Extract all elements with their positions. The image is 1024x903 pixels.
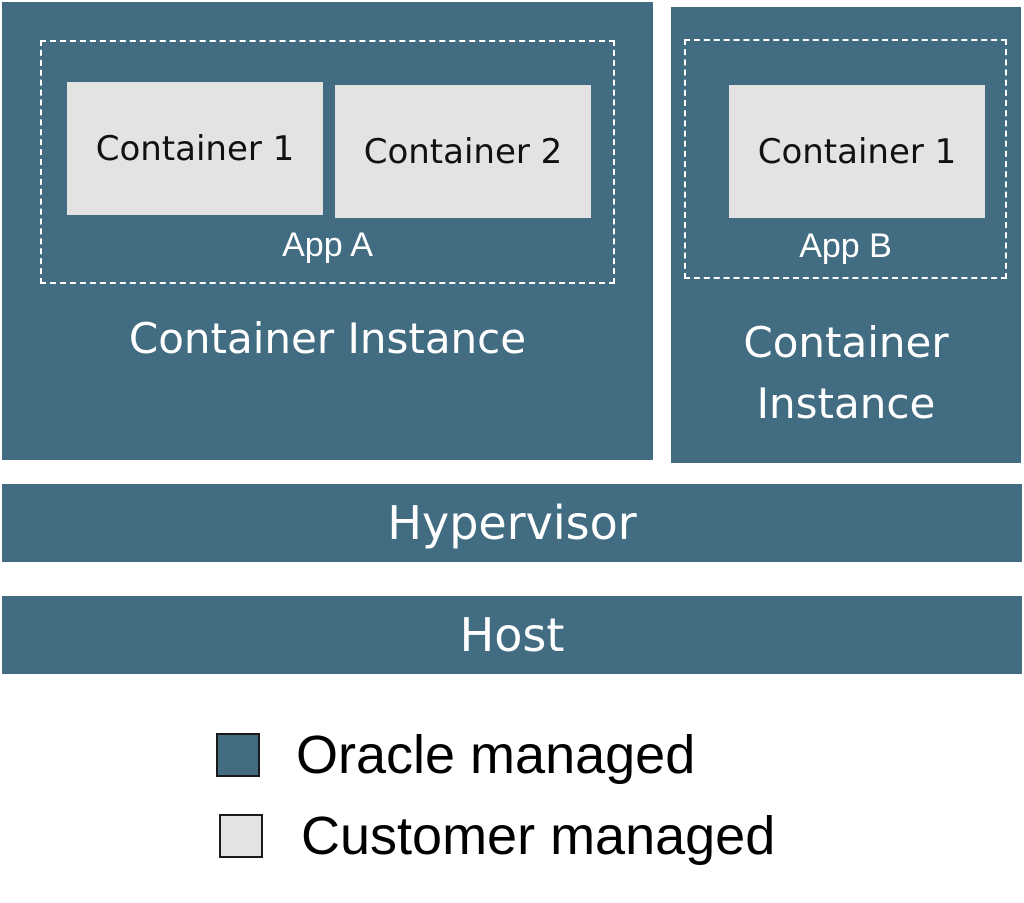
app-b-boundary: Container 1 App B (684, 39, 1007, 279)
app-a-container-1: Container 1 (67, 82, 323, 215)
host-label: Host (459, 608, 565, 662)
hypervisor-layer: Hypervisor (2, 484, 1022, 562)
container-instance-b: Container 1 App B Container Instance (671, 7, 1021, 463)
container-instance-b-label: Container Instance (743, 318, 949, 428)
host-layer: Host (2, 596, 1022, 674)
app-a-container-2: Container 2 (335, 85, 591, 218)
oracle-managed-swatch (216, 733, 260, 777)
legend-oracle-label: Oracle managed (296, 725, 696, 785)
app-a-boundary: Container 1 Container 2 App A (40, 40, 615, 284)
app-a-label: App A (282, 226, 373, 264)
legend-customer-label: Customer managed (301, 806, 776, 866)
app-b-container-1: Container 1 (729, 85, 985, 218)
container-instance-a-label: Container Instance (128, 314, 527, 363)
hypervisor-label: Hypervisor (387, 496, 637, 550)
container-instance-a: Container 1 Container 2 App A Container … (2, 2, 653, 460)
legend-oracle-managed: Oracle managed (216, 724, 695, 786)
legend-customer-managed: Customer managed (219, 805, 775, 867)
customer-managed-swatch (219, 814, 263, 858)
app-b-label: App B (799, 227, 892, 265)
